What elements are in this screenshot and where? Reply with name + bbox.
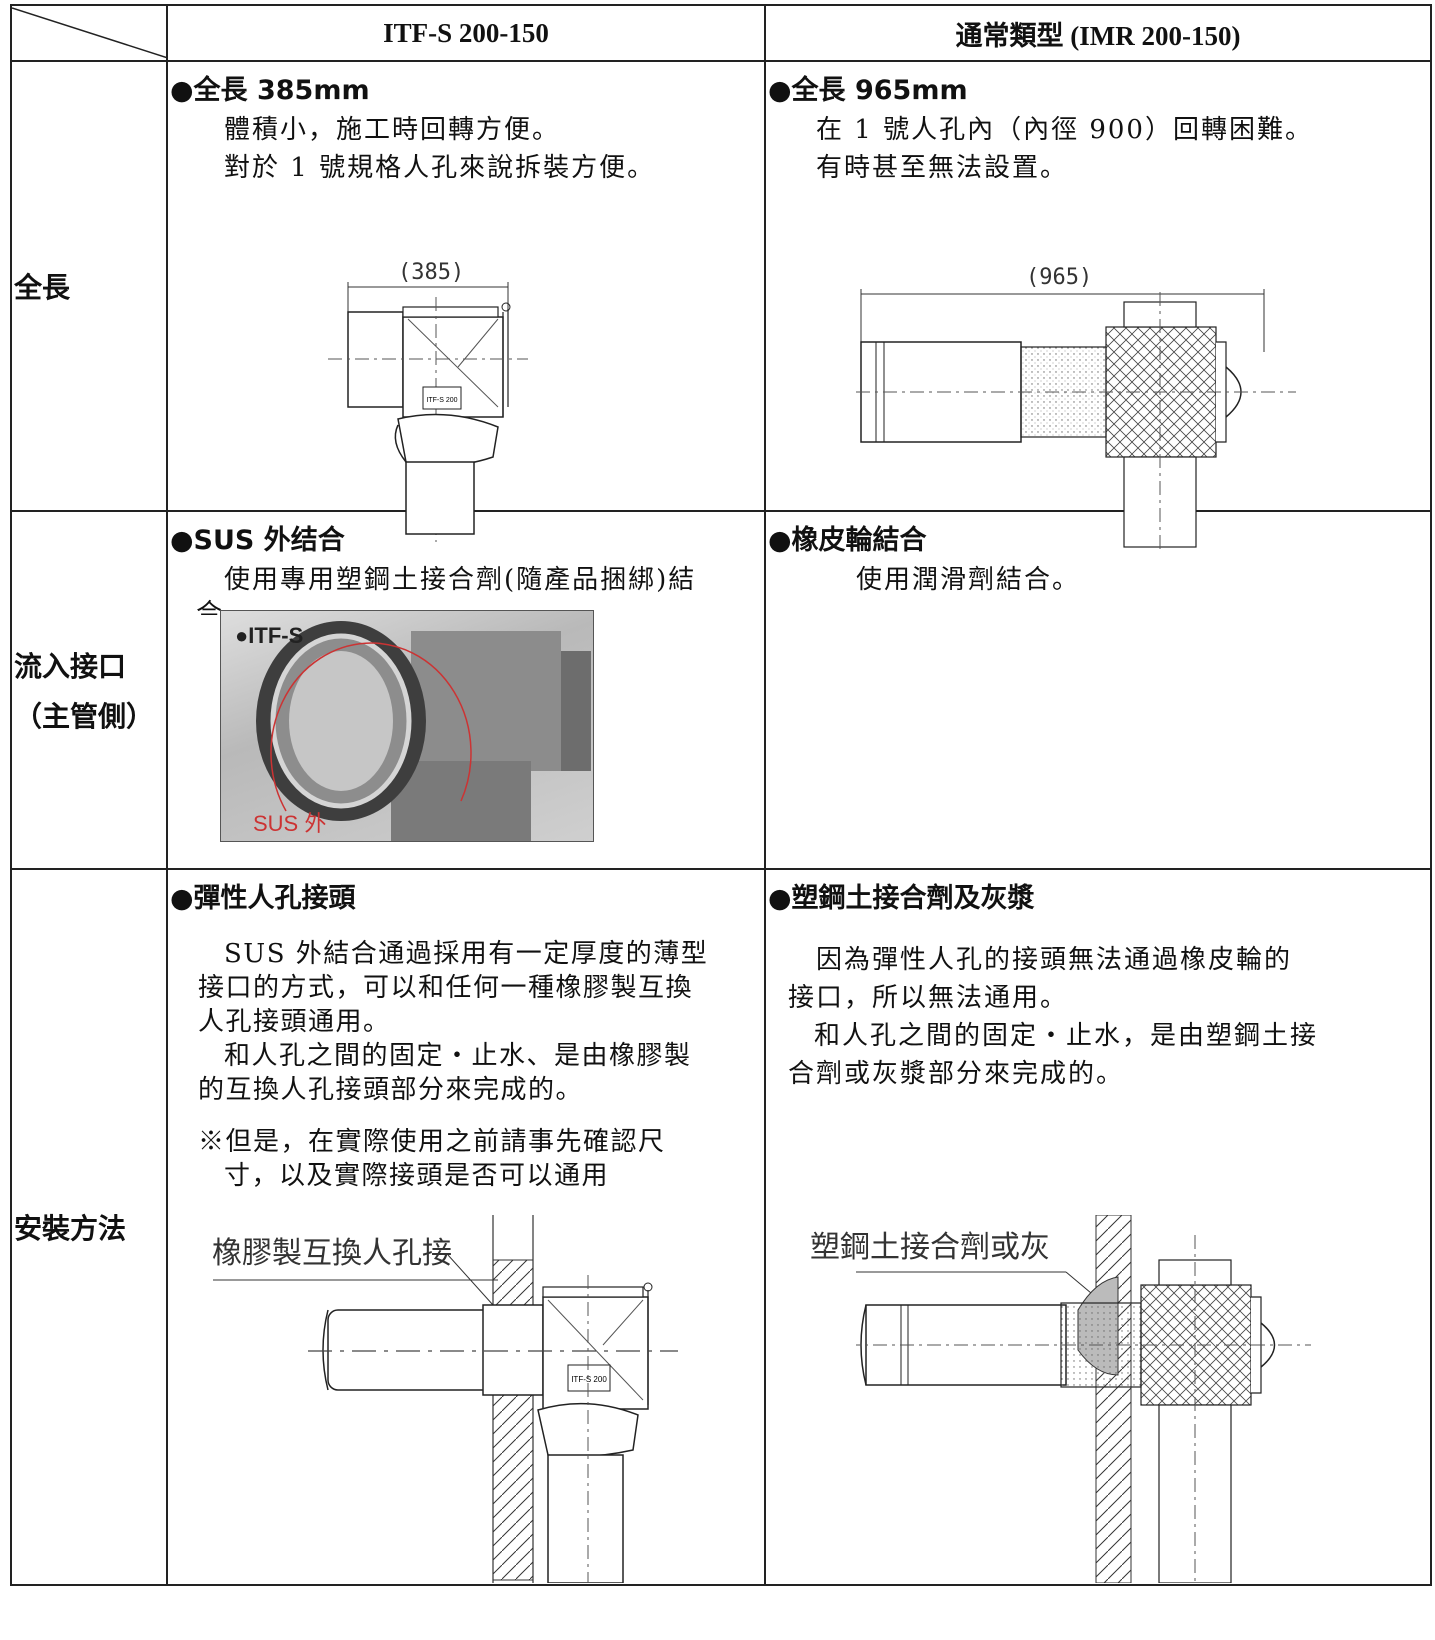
row-label-length: 全長 <box>10 60 168 512</box>
inlet-itfs-cell: ●SUS 外结合 使用專用塑鋼土接合劑(隨產品捆綁)結 合 ●ITF-S SUS… <box>166 510 766 870</box>
length-imr-heading: ●全長 965mm <box>768 75 968 106</box>
install-imr-cell: ●塑鋼土接合劑及灰漿 因為彈性人孔的接頭無法通過橡皮輪的 接口，所以無法通用。 … <box>764 868 1432 1586</box>
inlet-imr-cell: ●橡皮輪結合 使用潤滑劑結合。 <box>764 510 1432 870</box>
install-itfs-note2: 寸，以及實際接頭是否可以通用 <box>224 1161 610 1191</box>
inlet-imr-line1: 使用潤滑劑結合。 <box>856 565 1081 595</box>
photo-sus-caption: SUS 外 <box>253 811 327 836</box>
imr-install-drawing <box>856 1215 1311 1583</box>
row-label-install: 安裝方法 <box>10 868 168 1586</box>
itfs-install-drawing: ITF-S 200 <box>213 1215 678 1583</box>
install-itfs-p1l3: 人孔接頭通用。 <box>198 1007 391 1037</box>
row-label-inlet-line1: 流入接口 <box>14 650 127 683</box>
install-imr-p2l2: 合劑或灰漿部分來完成的。 <box>788 1059 1125 1089</box>
row-label-inlet-line2: （主管側） <box>14 700 155 733</box>
length-imr-line2: 有時甚至無法設置。 <box>816 153 1069 183</box>
install-itfs-p2l2: 的互換人孔接頭部分來完成的。 <box>198 1075 584 1105</box>
length-itfs-heading: ●全長 385mm <box>170 75 370 106</box>
length-imr-cell: ●全長 965mm 在 1 號人孔內（內徑 900）回轉困難。 有時甚至無法設置… <box>764 60 1432 552</box>
header-imr: 通常類型 (IMR 200-150) <box>764 4 1432 62</box>
itfs-product-photo: ●ITF-S SUS 外 <box>220 610 594 842</box>
inlet-imr-heading: ●橡皮輪結合 <box>768 525 927 556</box>
install-itfs-callout: 橡膠製互換人孔接 <box>212 1236 452 1271</box>
install-itfs-p1l2: 接口的方式，可以和任何一種橡膠製互換 <box>198 973 694 1003</box>
header-itfs: ITF-S 200-150 <box>166 4 766 62</box>
itfs-dimension-label: (385) <box>398 260 464 285</box>
diagonal-line <box>12 7 168 59</box>
itfs-install-product-tag: ITF-S 200 <box>571 1375 607 1384</box>
install-itfs-note1: ※但是，在實際使用之前請事先確認尺 <box>198 1127 666 1157</box>
itfs-length-drawing: (385) ITF-S 200 <box>328 260 528 542</box>
inlet-itfs-line2: 合 <box>196 599 225 615</box>
install-imr-heading: ●塑鋼土接合劑及灰漿 <box>768 883 1035 914</box>
itfs-product-tag: ITF-S 200 <box>426 397 457 404</box>
row-label-inlet: 流入接口 （主管側） <box>10 510 168 870</box>
length-itfs-line2: 對於 1 號規格人孔來說拆裝方便。 <box>224 153 656 183</box>
install-imr-p1l2: 接口，所以無法通用。 <box>788 983 1069 1013</box>
install-itfs-p1l1: SUS 外結合通過採用有一定厚度的薄型 <box>224 939 709 969</box>
install-itfs-cell: ●彈性人孔接頭 SUS 外結合通過採用有一定厚度的薄型 接口的方式，可以和任何一… <box>166 868 766 1586</box>
imr-dimension-label: (965) <box>1026 265 1092 290</box>
length-imr-line1: 在 1 號人孔內（內徑 900）回轉困難。 <box>816 115 1313 145</box>
length-itfs-line1: 體積小，施工時回轉方便。 <box>224 115 561 145</box>
install-itfs-heading: ●彈性人孔接頭 <box>170 883 356 914</box>
install-imr-callout: 塑鋼土接合劑或灰 <box>810 1230 1050 1265</box>
inlet-itfs-line1: 使用專用塑鋼土接合劑(隨產品捆綁)結 <box>224 565 697 595</box>
install-imr-p2l1: 和人孔之間的固定・止水，是由塑鋼土接 <box>814 1021 1319 1051</box>
inlet-itfs-heading: ●SUS 外结合 <box>170 525 345 556</box>
photo-itfs-tag: ●ITF-S <box>235 623 304 648</box>
install-imr-p1l1: 因為彈性人孔的接頭無法通過橡皮輪的 <box>816 945 1293 975</box>
length-itfs-cell: ●全長 385mm 體積小，施工時回轉方便。 對於 1 號規格人孔來說拆裝方便。… <box>166 60 766 542</box>
install-itfs-p2l1: 和人孔之間的固定・止水、是由橡膠製 <box>224 1041 692 1071</box>
corner-cell <box>10 4 168 62</box>
comparison-table: ITF-S 200-150 通常類型 (IMR 200-150) 全長 ●全長 … <box>10 4 1432 1586</box>
imr-length-drawing: (965) <box>856 265 1296 552</box>
